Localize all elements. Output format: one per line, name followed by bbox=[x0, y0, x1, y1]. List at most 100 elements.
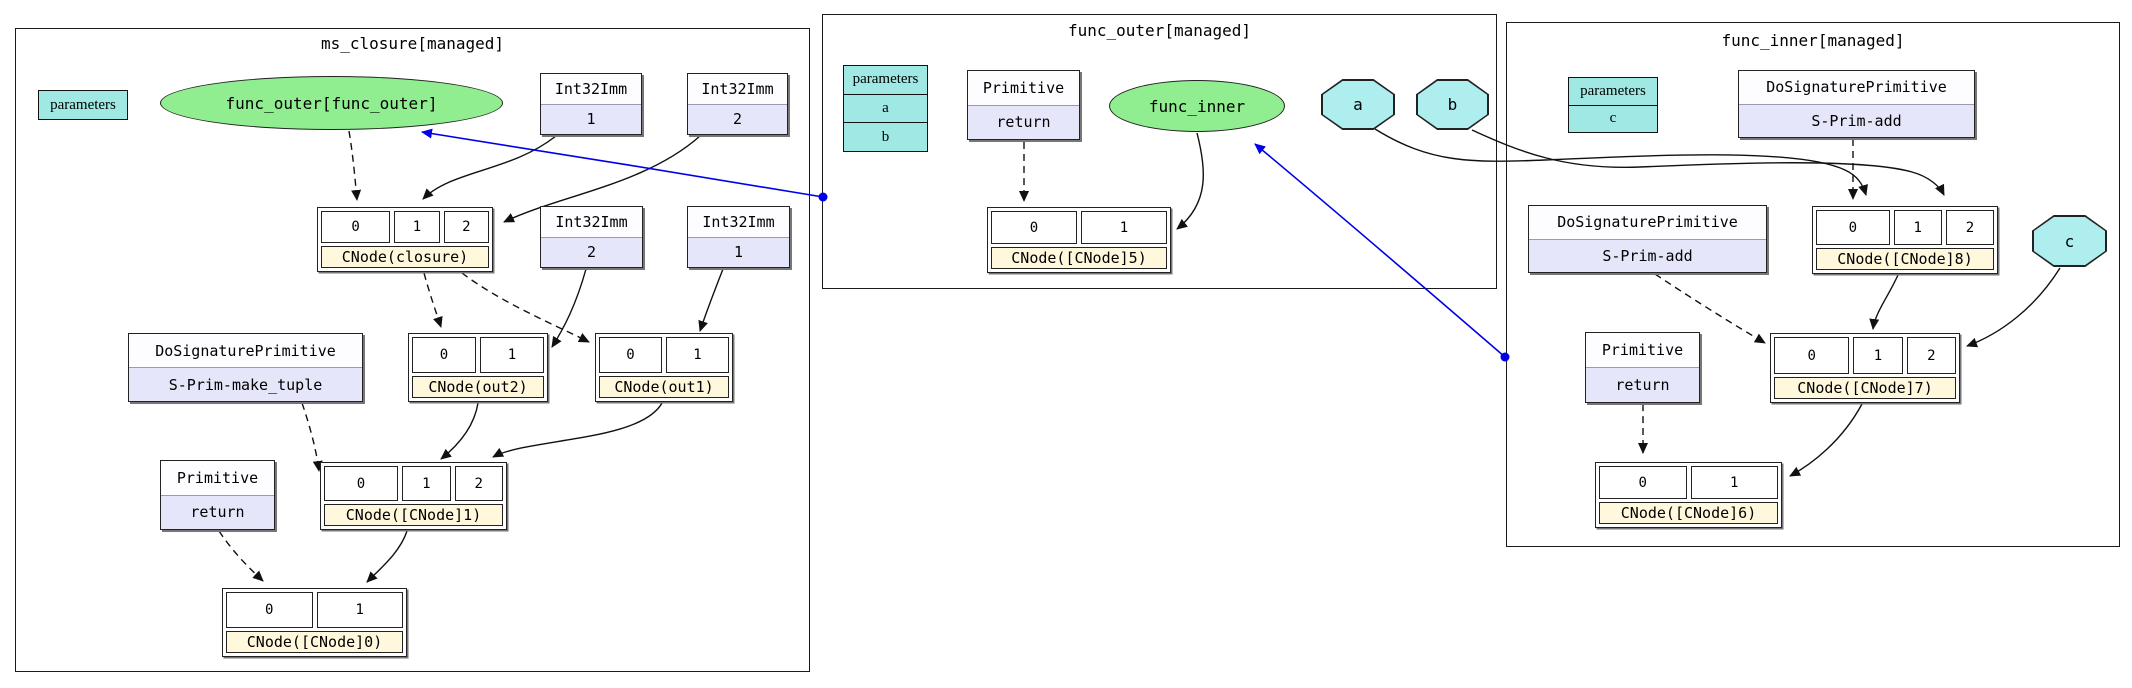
int32imm-value: 1 bbox=[688, 237, 789, 267]
primitive-type: DoSignaturePrimitive bbox=[129, 334, 362, 368]
edge-imm2-to-closure-p2 bbox=[503, 135, 701, 223]
edge-closure-to-out1-p0 bbox=[461, 272, 590, 343]
octagon-fill bbox=[1417, 80, 1488, 129]
port-0: 0 bbox=[991, 211, 1077, 244]
port-1: 1 bbox=[1853, 337, 1903, 374]
edge-a-to-cnode8-p1 bbox=[1374, 128, 1868, 196]
port-1: 1 bbox=[402, 466, 451, 501]
primitive-name: return bbox=[1586, 368, 1699, 402]
cluster-func-outer-title: func_outer[managed] bbox=[1067, 21, 1252, 40]
primitive-name: S-Prim-make_tuple bbox=[129, 368, 362, 401]
parameters-table-func-inner: parameters c bbox=[1568, 77, 1658, 133]
primitive-type: Primitive bbox=[161, 461, 274, 496]
cnode-label: CNode([CNode]7) bbox=[1774, 377, 1956, 399]
edge-dosigleft-to-cnode7-p0 bbox=[1654, 273, 1766, 344]
edge-cnode8-to-cnode7-p1 bbox=[1869, 274, 1899, 330]
int32imm-type: Int32Imm bbox=[541, 74, 641, 105]
primitive-name: S-Prim-add bbox=[1529, 239, 1766, 272]
primitive-type: Primitive bbox=[1586, 333, 1699, 368]
cnode-out1: 0 1 CNode(out1) bbox=[595, 333, 733, 402]
cluster-func-inner: func_inner[managed] bbox=[1506, 22, 2120, 547]
primitive-return-node-outer: Primitive return bbox=[967, 70, 1080, 140]
parameters-header: parameters bbox=[39, 91, 127, 119]
edge-b-to-cnode8-p2 bbox=[1471, 129, 1945, 196]
edge-blue-funcouter-graph-to-ellipse bbox=[421, 128, 824, 198]
blue-edge-dot-func-inner bbox=[1500, 352, 1510, 362]
parameter-octagon-a: a bbox=[1321, 79, 1395, 130]
int32imm-node-1: Int32Imm 1 bbox=[540, 73, 642, 135]
port-1: 1 bbox=[394, 211, 440, 243]
cnode-label: CNode([CNode]8) bbox=[1816, 248, 1994, 270]
cnode-label: CNode(out2) bbox=[412, 376, 544, 398]
port-0: 0 bbox=[599, 337, 662, 373]
primitive-type: Primitive bbox=[968, 71, 1079, 106]
blue-edge-dot-func-outer bbox=[818, 192, 828, 202]
octagon-label: a bbox=[1353, 95, 1363, 114]
edge-c-to-cnode7-p2 bbox=[1966, 267, 2061, 348]
edge-blue-funcinner-graph-to-ellipse bbox=[1254, 143, 1506, 358]
primitive-return-node-ms: Primitive return bbox=[160, 460, 275, 530]
cnode-label: CNode(out1) bbox=[599, 376, 729, 398]
port-2: 2 bbox=[1945, 210, 1995, 245]
edge-funcinner-to-cnode5-p1 bbox=[1176, 132, 1204, 230]
edge-return-to-cnode0-p0 bbox=[218, 530, 264, 582]
edge-closure-to-out2-p0 bbox=[423, 272, 443, 328]
int32imm-type: Int32Imm bbox=[688, 74, 787, 105]
port-2: 2 bbox=[454, 466, 504, 501]
cnode-cnode0: 0 1 CNode([CNode]0) bbox=[222, 588, 407, 657]
port-0: 0 bbox=[324, 466, 399, 501]
cluster-ms-closure-title: ms_closure[managed] bbox=[320, 34, 505, 53]
cnode-out2: 0 1 CNode(out2) bbox=[408, 333, 548, 402]
func-outer-ellipse-label: func_outer[func_outer] bbox=[225, 93, 438, 113]
octagon-label: b bbox=[1447, 95, 1458, 114]
cnode-label: CNode([CNode]1) bbox=[324, 504, 503, 526]
port-1: 1 bbox=[480, 337, 544, 373]
primitive-name: S-Prim-add bbox=[1739, 104, 1974, 137]
int32imm-node-4: Int32Imm 1 bbox=[687, 206, 790, 268]
cnode-cnode6: 0 1 CNode([CNode]6) bbox=[1595, 462, 1782, 528]
parameter-row-c: c bbox=[1569, 104, 1657, 132]
parameter-row-b: b bbox=[844, 122, 927, 152]
edge-imm1b-to-out1-p1 bbox=[698, 268, 724, 332]
port-0: 0 bbox=[412, 337, 476, 373]
port-2: 2 bbox=[443, 211, 489, 243]
primitive-name: return bbox=[161, 495, 274, 529]
port-1: 1 bbox=[1081, 211, 1167, 244]
port-0: 0 bbox=[321, 211, 391, 243]
parameters-table-func-outer: parameters a b bbox=[843, 65, 928, 152]
parameter-octagon-b: b bbox=[1416, 79, 1489, 130]
int32imm-node-3: Int32Imm 2 bbox=[540, 206, 643, 268]
cnode-label: CNode([CNode]6) bbox=[1599, 502, 1778, 524]
int32imm-value: 2 bbox=[541, 237, 642, 267]
port-0: 0 bbox=[226, 592, 313, 628]
port-1: 1 bbox=[1690, 466, 1778, 499]
primitive-name: return bbox=[968, 105, 1079, 139]
port-1: 1 bbox=[1893, 210, 1942, 245]
cluster-ms-closure: ms_closure[managed] bbox=[15, 28, 810, 672]
edge-cnode7-to-cnode6-p1 bbox=[1789, 403, 1863, 477]
primitive-return-node-inner: Primitive return bbox=[1585, 332, 1700, 403]
cluster-func-outer: func_outer[managed] bbox=[822, 14, 1497, 289]
cnode-cnode1: 0 1 2 CNode([CNode]1) bbox=[320, 462, 507, 530]
octagon-label: c bbox=[2064, 231, 2075, 251]
octagon-fill bbox=[1322, 80, 1394, 129]
func-inner-ellipse-node: func_inner bbox=[1109, 80, 1285, 132]
port-1: 1 bbox=[316, 592, 403, 628]
edge-out1-to-cnode1-p2 bbox=[492, 402, 663, 458]
parameter-octagon-c: c bbox=[2032, 215, 2107, 267]
edge-imm1-to-closure-p1 bbox=[422, 135, 557, 200]
int32imm-type: Int32Imm bbox=[541, 207, 642, 238]
cnode-closure: 0 1 2 CNode(closure) bbox=[317, 207, 493, 272]
dosignature-make-tuple-node: DoSignaturePrimitive S-Prim-make_tuple bbox=[128, 333, 363, 402]
edge-out2-to-cnode1-p1 bbox=[440, 402, 479, 460]
port-0: 0 bbox=[1774, 337, 1850, 374]
int32imm-value: 2 bbox=[688, 104, 787, 134]
func-inner-ellipse-label: func_inner bbox=[1148, 96, 1246, 116]
cnode-cnode7: 0 1 2 CNode([CNode]7) bbox=[1770, 333, 1960, 403]
cnode-cnode8: 0 1 2 CNode([CNode]8) bbox=[1812, 206, 1998, 274]
primitive-type: DoSignaturePrimitive bbox=[1529, 206, 1766, 240]
int32imm-type: Int32Imm bbox=[688, 207, 789, 238]
dosignature-add-node-top: DoSignaturePrimitive S-Prim-add bbox=[1738, 70, 1975, 138]
